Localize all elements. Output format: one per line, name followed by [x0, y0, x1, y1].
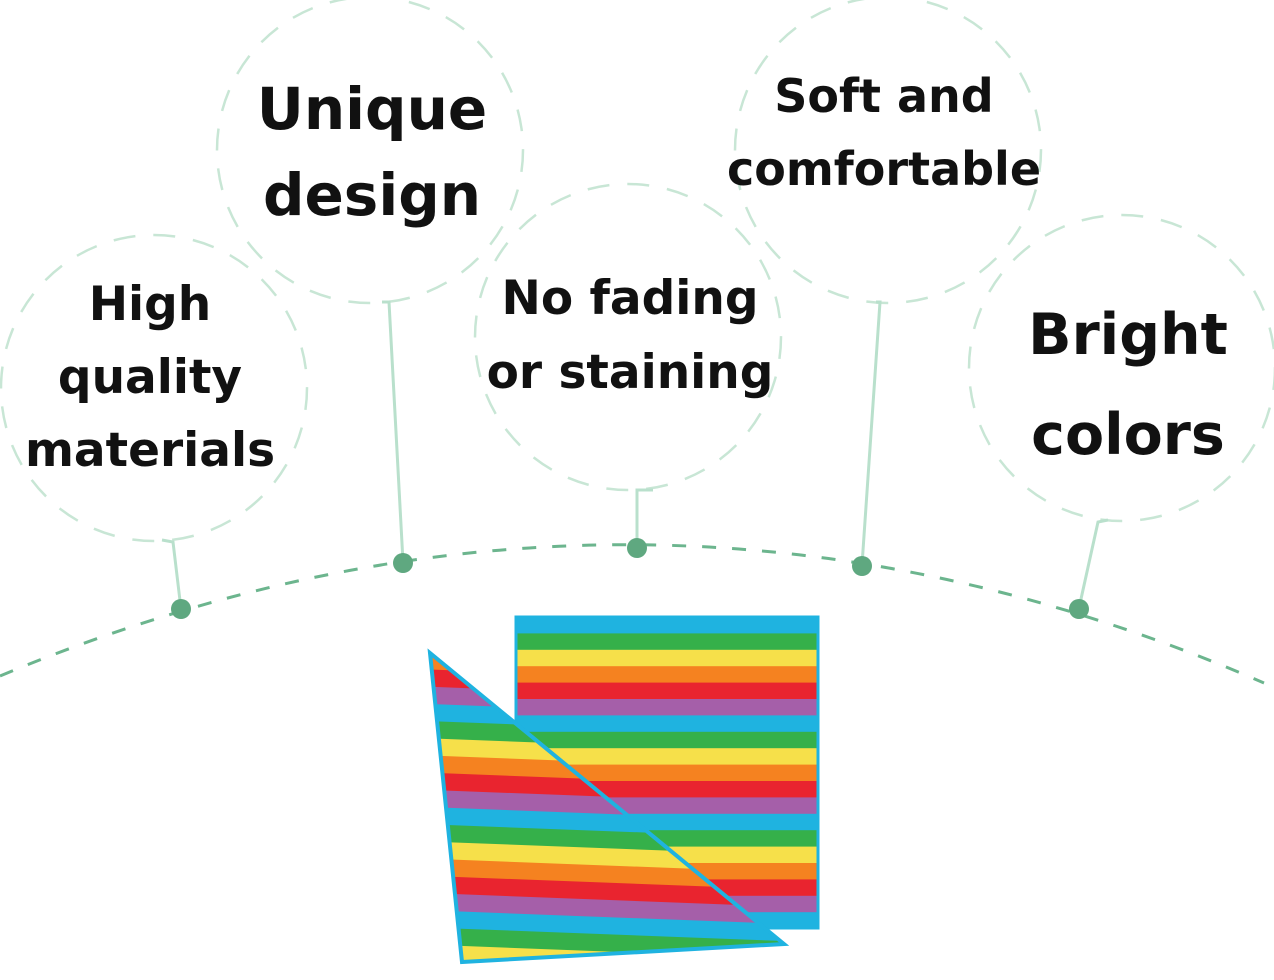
- feature-bright-colors: Bright colors: [990, 285, 1266, 485]
- feature-text-line: Soft and: [774, 69, 994, 123]
- circle-soft-comfortable: [733, 0, 1043, 305]
- bandana-stripe: [516, 715, 818, 733]
- connector-soft-comfortable: [860, 300, 882, 566]
- feature-text-line: design: [262, 161, 482, 229]
- feature-text-line: or staining: [486, 345, 774, 400]
- dot-high-quality: [171, 599, 191, 619]
- feature-text-line: comfortable: [726, 142, 1042, 196]
- arc-dots: [171, 538, 1089, 619]
- rainbow-striped-bandana-image: [427, 615, 820, 965]
- connector-high-quality: [161, 538, 183, 610]
- circle-bright-colors: [967, 213, 1274, 523]
- circle-unique-design: [215, 0, 525, 305]
- feature-circles: [0, 0, 1274, 543]
- bandana-stripe: [430, 909, 784, 943]
- feature-text-line: materials: [24, 423, 276, 478]
- connector-unique-design: [382, 300, 405, 563]
- bandana-stripe: [516, 617, 818, 634]
- bandana-stripe: [430, 874, 784, 909]
- bandana-stripe: [516, 666, 818, 684]
- feature-unique-design: Unique design: [222, 66, 522, 238]
- bandana-stripe: [516, 731, 818, 749]
- bandana-stripe: [516, 682, 818, 700]
- dot-no-fading: [627, 538, 647, 558]
- connector-bright-colors: [1077, 518, 1109, 609]
- bandana-stripe: [516, 699, 818, 716]
- dot-unique-design: [393, 553, 413, 573]
- circle-no-fading: [473, 182, 783, 492]
- feature-text-line: colors: [1031, 402, 1225, 468]
- bandana-stripe: [430, 892, 784, 926]
- feature-no-fading-or-staining: No fading or staining: [470, 262, 790, 410]
- bandana-stripe: [516, 748, 818, 766]
- circle-high-quality: [0, 233, 309, 543]
- feature-high-quality-materials: High quality materials: [20, 268, 280, 487]
- feature-text-line: Bright: [1028, 302, 1228, 368]
- feature-soft-and-comfortable: Soft and comfortable: [726, 60, 1042, 206]
- connector-no-fading: [635, 488, 653, 548]
- feature-text-line: No fading: [501, 271, 759, 326]
- feature-text-line: Unique: [256, 75, 488, 143]
- bandana-stripe: [516, 764, 818, 782]
- feature-text-line: quality: [57, 350, 243, 405]
- bandana-stripe: [516, 649, 818, 667]
- bandana-stripe: [516, 633, 818, 651]
- dot-bright-colors: [1069, 599, 1089, 619]
- dot-soft-comfortable: [852, 556, 872, 576]
- feature-text-line: High: [88, 277, 212, 332]
- connector-lines: [161, 300, 1109, 610]
